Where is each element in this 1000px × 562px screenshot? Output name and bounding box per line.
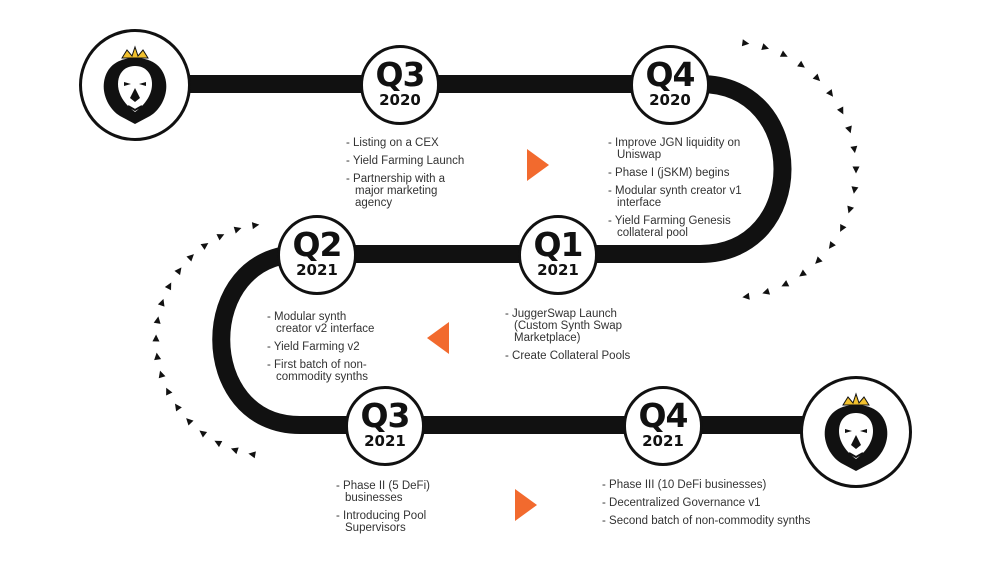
direction-tick [152, 334, 160, 342]
direction-tick [826, 89, 834, 97]
milestone-year: 2021 [296, 261, 338, 279]
direction-tick [847, 205, 854, 214]
direction-tick [164, 282, 172, 291]
road-path [135, 75, 860, 434]
direction-tick [781, 280, 790, 287]
direction-tick [251, 222, 260, 230]
milestone-q4-2020: Q4 2020 [630, 45, 710, 125]
list-item: Improve JGN liquidity on Uniswap [608, 137, 758, 161]
direction-tick [815, 256, 823, 264]
milestone-quarter: Q4 [645, 55, 695, 94]
milestone-q2-2021: Q2 2021 [277, 215, 357, 295]
milestone-year: 2021 [642, 432, 684, 450]
milestone-q3-2020: Q3 2020 [360, 45, 440, 125]
direction-tick [174, 403, 182, 412]
direction-tick [828, 241, 836, 249]
list-item: Create Collateral Pools [505, 350, 655, 362]
list-item: Phase I (jSKM) begins [608, 167, 758, 179]
direction-tick [200, 242, 209, 250]
milestone-q1-2021: Q1 2021 [518, 215, 598, 295]
milestone-year: 2020 [649, 91, 691, 109]
direction-tick [216, 234, 225, 241]
direction-tick [186, 254, 194, 262]
list-item: Yield Farming v2 [267, 341, 379, 353]
curve-direction-ticks [152, 39, 860, 459]
milestone-quarter: Q1 [533, 225, 583, 264]
direction-tick [742, 292, 750, 300]
direction-tick [154, 352, 162, 361]
direction-tick [850, 145, 858, 154]
list-item: Phase III (10 DeFi businesses) [602, 479, 832, 491]
direction-tick [761, 43, 770, 50]
milestone-quarter: Q2 [292, 225, 342, 264]
lion-logo-icon [103, 45, 167, 124]
direction-tick [812, 73, 821, 82]
list-item: Listing on a CEX [346, 137, 466, 149]
milestone-year: 2021 [364, 432, 406, 450]
lion-logo-end [800, 376, 912, 488]
direction-tick [153, 316, 161, 324]
milestone-year: 2020 [379, 91, 421, 109]
lion-logo-start [79, 29, 191, 141]
direction-tick [166, 387, 173, 396]
lion-logo-icon [824, 392, 888, 471]
list-item: JuggerSwap Launch (Custom Synth Swap Mar… [505, 308, 655, 344]
direction-tick [174, 267, 182, 276]
list-item: Second batch of non-commodity synths [602, 515, 832, 527]
list-item: Partnership with a major marketing agenc… [346, 173, 466, 209]
direction-tick [797, 60, 805, 68]
direction-tick [762, 287, 771, 295]
list-item: Yield Farming Launch [346, 155, 466, 167]
direction-tick [199, 430, 208, 438]
direction-tick [186, 418, 194, 426]
direction-tick [851, 186, 859, 194]
direction-tick [836, 106, 844, 115]
direction-tick [230, 447, 239, 455]
direction-tick [233, 226, 242, 234]
list-item: Modular synth creator v1 interface [608, 185, 758, 209]
milestone-items-q4-2020: Improve JGN liquidity on Uniswap Phase I… [608, 137, 758, 245]
direction-tick [158, 370, 166, 379]
direction-tick [840, 224, 847, 232]
milestone-items-q3-2020: Listing on a CEX Yield Farming Launch Pa… [346, 137, 466, 215]
list-item: Decentralized Governance v1 [602, 497, 832, 509]
direction-tick [845, 125, 852, 134]
play-arrow-right-icon [515, 489, 537, 521]
play-arrow-right-icon [527, 149, 549, 181]
direction-tick [779, 50, 788, 57]
direction-tick [799, 269, 807, 277]
list-item: Introducing Pool Supervisors [336, 510, 451, 534]
milestone-items-q2-2021: Modular synth creator v2 interface Yield… [267, 311, 379, 389]
direction-tick [248, 451, 256, 459]
list-item: Modular synth creator v2 interface [267, 311, 379, 335]
milestone-q3-2021: Q3 2021 [345, 386, 425, 466]
milestone-items-q3-2021: Phase II (5 DeFi) businesses Introducing… [336, 480, 451, 540]
list-item: Phase II (5 DeFi) businesses [336, 480, 451, 504]
milestone-year: 2021 [537, 261, 579, 279]
direction-tick [157, 298, 165, 307]
milestone-quarter: Q4 [638, 396, 688, 435]
list-item: Yield Farming Genesis collateral pool [608, 215, 758, 239]
play-arrow-left-icon [427, 322, 449, 354]
milestone-items-q1-2021: JuggerSwap Launch (Custom Synth Swap Mar… [505, 308, 655, 368]
direction-tick [214, 440, 223, 448]
direction-tick [741, 39, 750, 47]
direction-tick [852, 166, 860, 174]
milestone-q4-2021: Q4 2021 [623, 386, 703, 466]
milestone-quarter: Q3 [375, 55, 425, 94]
milestone-quarter: Q3 [360, 396, 410, 435]
list-item: First batch of non-commodity synths [267, 359, 379, 383]
milestone-items-q4-2021: Phase III (10 DeFi businesses) Decentral… [602, 479, 832, 533]
